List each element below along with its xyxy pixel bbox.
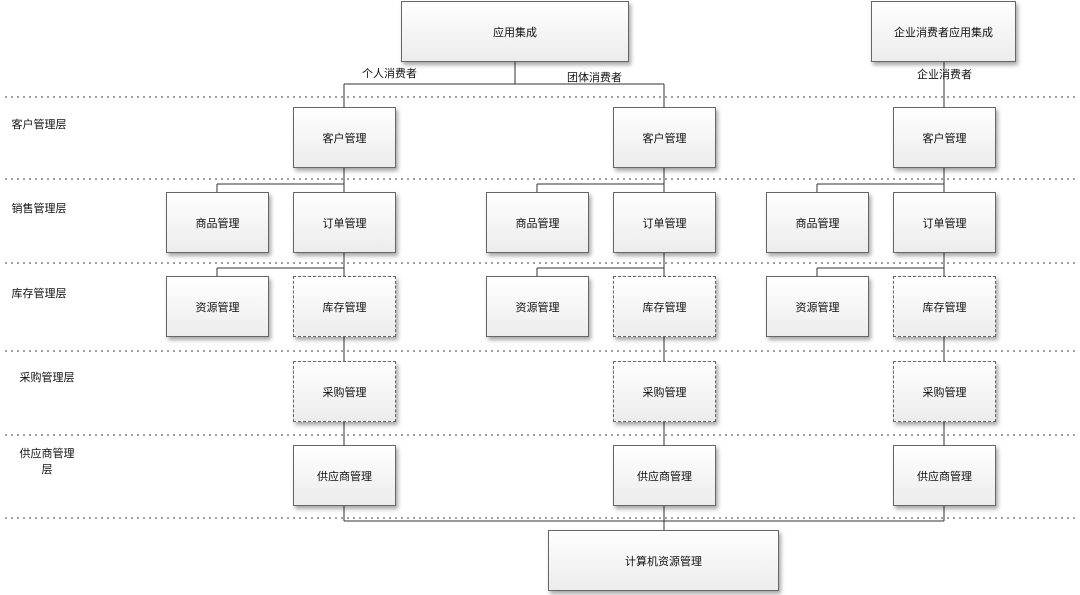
purchase-mgmt-box: 采购管理	[613, 361, 716, 422]
computer-resource-mgmt-box: 计算机资源管理	[548, 530, 779, 591]
layer-label-sales: 销售管理层	[11, 202, 67, 215]
layer-label-supplier-line1: 供应商管理	[19, 447, 75, 460]
layer-label-supplier-line2: 层	[41, 463, 53, 476]
layer-separators	[5, 96, 1075, 519]
inventory-mgmt-box: 库存管理	[613, 276, 716, 337]
inventory-mgmt-box: 库存管理	[893, 276, 996, 337]
product-mgmt-box: 商品管理	[166, 192, 269, 253]
customer-mgmt-box: 客户管理	[293, 107, 396, 168]
edge-label-group: 团体消费者	[567, 71, 622, 84]
supplier-mgmt-box: 供应商管理	[893, 445, 996, 506]
customer-mgmt-box: 客户管理	[893, 107, 996, 168]
product-mgmt-box: 商品管理	[766, 192, 869, 253]
order-mgmt-box: 订单管理	[293, 192, 396, 253]
inventory-mgmt-box: 库存管理	[293, 276, 396, 337]
order-mgmt-box: 订单管理	[613, 192, 716, 253]
product-mgmt-box: 商品管理	[486, 192, 589, 253]
order-mgmt-box: 订单管理	[893, 192, 996, 253]
layer-label-customer: 客户管理层	[11, 118, 67, 131]
edge-label-individual: 个人消费者	[362, 67, 417, 80]
enterprise-app-integration-box: 企业消费者应用集成	[871, 1, 1016, 62]
app-integration-box: 应用集成	[401, 1, 629, 62]
resource-mgmt-box: 资源管理	[766, 276, 869, 337]
connectors	[216, 62, 945, 530]
supplier-mgmt-box: 供应商管理	[293, 445, 396, 506]
purchase-mgmt-box: 采购管理	[893, 361, 996, 422]
purchase-mgmt-box: 采购管理	[293, 361, 396, 422]
layer-label-supplier: 供应商管理 层	[17, 446, 77, 478]
layer-label-inventory: 库存管理层	[11, 287, 67, 300]
resource-mgmt-box: 资源管理	[166, 276, 269, 337]
edge-label-enterprise: 企业消费者	[917, 68, 972, 81]
resource-mgmt-box: 资源管理	[486, 276, 589, 337]
layer-label-purchase: 采购管理层	[19, 371, 75, 384]
supplier-mgmt-box: 供应商管理	[613, 445, 716, 506]
customer-mgmt-box: 客户管理	[613, 107, 716, 168]
